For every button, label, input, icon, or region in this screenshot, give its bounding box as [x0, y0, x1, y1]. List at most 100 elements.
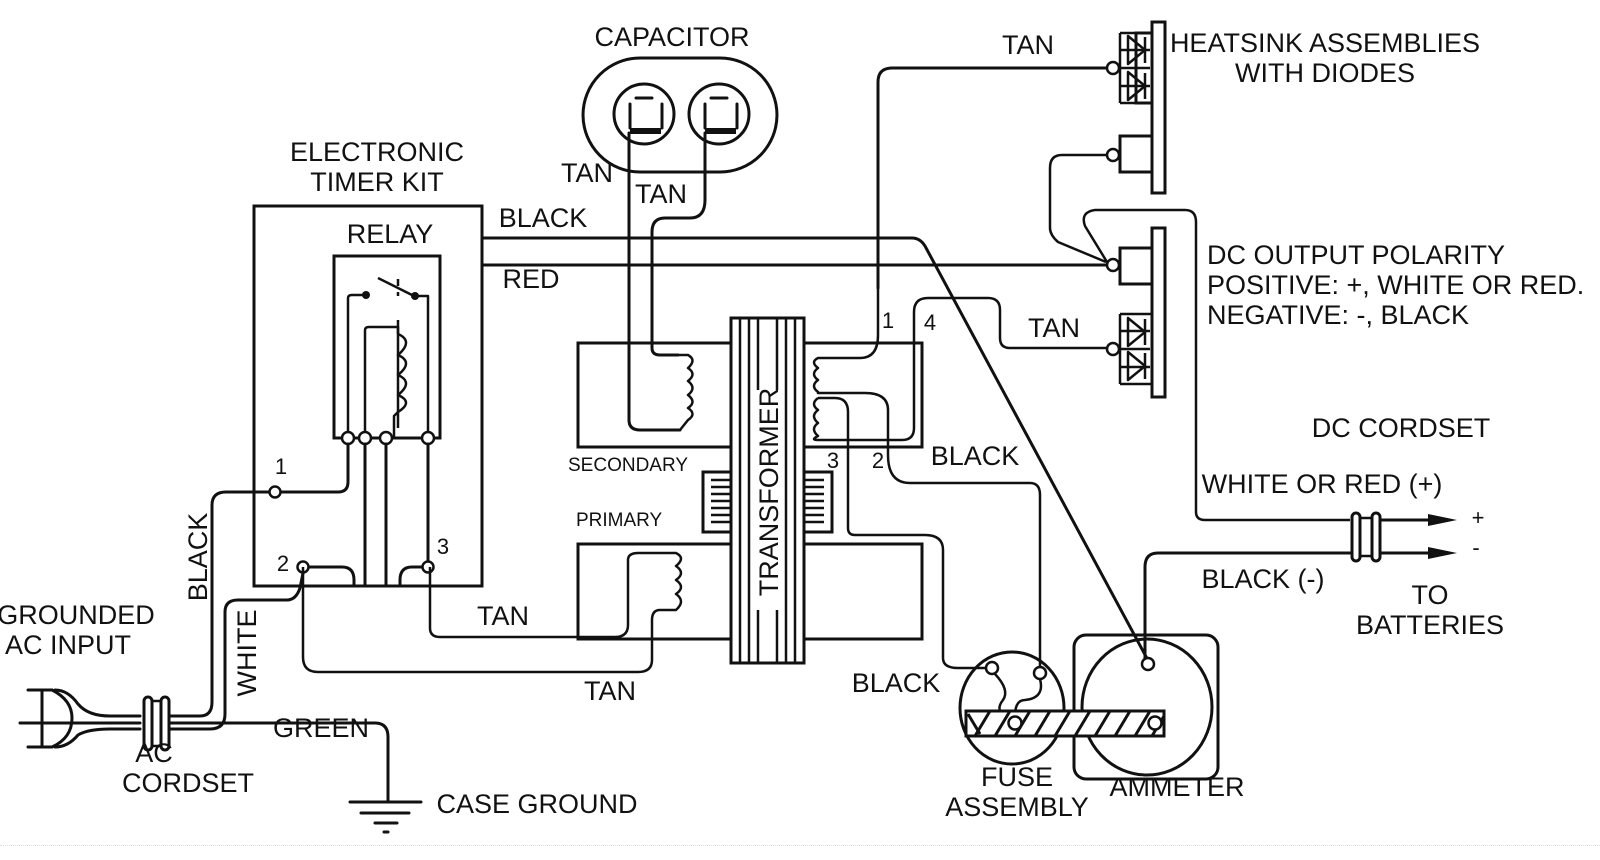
timer-kit-box: [252, 204, 484, 588]
polarity-note-line2: POSITIVE: +, WHITE OR RED.: [1207, 270, 1584, 300]
relay-switch-wire-right: [415, 294, 430, 438]
ground-icon: [348, 800, 423, 834]
fuse-label-line2: ASSEMBLY: [945, 792, 1089, 822]
label-tan-primary-lower: TAN: [584, 676, 636, 706]
secondary-coil-left: [678, 353, 694, 431]
timer-terminal-2-number: 2: [277, 551, 289, 576]
wire-negative-output: [1143, 551, 1352, 666]
arrow-negative-icon: [1428, 547, 1457, 559]
relay-terminal-a: [340, 430, 356, 446]
label-black-ac: BLACK: [183, 513, 213, 602]
polarity-note-line3: NEGATIVE: -, BLACK: [1207, 300, 1469, 330]
wire-secondary-4-tan-to-heatsink: [812, 296, 1106, 442]
wire-tan-secondary-1-to-heatsink: [876, 66, 1108, 290]
wire-tan-cap-left: [627, 131, 682, 432]
label-black-secondary: BLACK: [931, 441, 1020, 471]
secondary-terminal-2-number: 2: [872, 448, 884, 473]
label-white-or-red-plus: WHITE OR RED (+): [1202, 469, 1443, 499]
ammeter: AMMETER: [1072, 633, 1245, 802]
primary-label: PRIMARY: [576, 510, 663, 531]
timer-kit-label-line1: ELECTRONIC: [290, 137, 464, 167]
dc-cordset-strain-relief-right: [1370, 511, 1382, 563]
heatsink-block-lower-plain: [1118, 246, 1154, 286]
ac-cordset: AC CORDSET: [122, 695, 254, 798]
ac-input-label-line1: GROUNDED: [0, 600, 155, 630]
capacitor-cell-right: [687, 82, 751, 146]
plug-body-lower: [53, 727, 142, 749]
plug-body-upper: [53, 688, 142, 718]
heatsink-label-line2: WITH DIODES: [1235, 58, 1415, 88]
fuse-terminal-right: [1032, 665, 1048, 681]
dc-cordset-label: DC CORDSET: [1312, 413, 1491, 443]
wire-tan-cap-right: [650, 131, 707, 357]
relay-switch-wire-left: [346, 293, 364, 438]
timer-kit-label-line2: TIMER KIT: [310, 167, 444, 197]
label-green: GREEN: [273, 713, 369, 743]
heatsink-block-upper-plain: [1118, 134, 1154, 174]
label-black-minus: BLACK (-): [1201, 564, 1324, 594]
to-batteries-line2: BATTERIES: [1356, 610, 1504, 640]
ac-input-label-line2: AC INPUT: [5, 630, 131, 660]
label-black-relay: BLACK: [499, 203, 588, 233]
relay-switch-blade: [377, 276, 413, 297]
label-tan-heatsink-top: TAN: [1002, 30, 1054, 60]
electronic-timer-kit: ELECTRONIC TIMER KIT RELAY 1 2 3: [252, 137, 484, 588]
fuse-label-line1: FUSE: [981, 762, 1053, 792]
relay-terminal-b: [357, 430, 373, 446]
wire-black-ac: [167, 490, 271, 718]
label-white-ac: WHITE: [232, 610, 262, 697]
heatsink-label-line1: HEATSINK ASSEMBLIES: [1170, 28, 1480, 58]
relay-terminal-d: [420, 430, 436, 446]
minus-mark: -: [1472, 535, 1479, 560]
timer-terminal-3-number: 3: [437, 534, 449, 559]
wire-white-ac: [167, 571, 305, 731]
shunt-bar: [964, 709, 1166, 738]
ammeter-case: [1072, 633, 1220, 781]
dc-cordset: DC CORDSET WHITE OR RED (+) + - BLACK (-…: [1143, 413, 1504, 666]
label-black-fuse: BLACK: [852, 668, 941, 698]
ammeter-label: AMMETER: [1110, 772, 1245, 802]
transformer-core: [729, 316, 806, 665]
label-red-relay: RED: [502, 264, 559, 294]
wire-terminal-2-internal: [305, 565, 356, 588]
arrow-positive-icon: [1428, 514, 1457, 526]
timer-terminal-1: [268, 485, 282, 499]
polarity-note: DC OUTPUT POLARITY POSITIVE: +, WHITE OR…: [1207, 240, 1584, 330]
label-tan-heatsink-bottom: TAN: [1028, 313, 1080, 343]
ammeter-terminal: [1140, 656, 1156, 672]
capacitor-symbol-right: [703, 96, 739, 134]
page-bottom-divider: [0, 845, 1600, 847]
ammeter-dial: [1080, 637, 1214, 777]
fuse-element-right: [1013, 678, 1043, 717]
transformer-label: TRANSFORMER: [754, 388, 784, 597]
timer-terminal-1-number: 1: [275, 454, 287, 479]
capacitor-housing: [581, 56, 779, 174]
label-tan-cap-left: TAN: [561, 158, 613, 188]
heatsink-bar-lower: [1150, 226, 1167, 399]
diode-pair-top: [1118, 31, 1150, 105]
shunt-terminal-ammeter: [1147, 715, 1163, 731]
capacitor-label: CAPACITOR: [594, 22, 749, 52]
capacitor-cell-left: [612, 82, 676, 146]
capacitor-symbol-left: [628, 96, 664, 134]
plug-face: [50, 688, 74, 749]
heatsink-assemblies: HEATSINK ASSEMBLIES WITH DIODES: [1048, 20, 1480, 522]
ac-cordset-label-line2: CORDSET: [122, 768, 254, 798]
heatsink-terminal-top: [1105, 60, 1121, 76]
dc-cordset-strain-relief-left: [1350, 511, 1362, 563]
relay-label: RELAY: [347, 219, 434, 249]
secondary-label: SECONDARY: [568, 455, 688, 476]
polarity-note-line1: DC OUTPUT POLARITY: [1207, 240, 1505, 270]
relay-coil: [392, 332, 408, 438]
wire-green-ground: [167, 721, 390, 804]
shunt-terminal-fuse: [1007, 715, 1023, 731]
wire-terminal-3-internal: [398, 565, 430, 588]
wire-relay-to-terminal-1: [279, 442, 350, 494]
heatsink-bar-upper: [1150, 20, 1167, 195]
secondary-terminal-4-number: 4: [924, 310, 936, 335]
secondary-terminal-1-number: 1: [882, 308, 894, 333]
fuse-assembly: FUSE ASSEMBLY: [945, 650, 1089, 822]
heatsink-terminal-lower-plain: [1105, 257, 1121, 273]
label-tan-cap-right: TAN: [635, 179, 687, 209]
capacitor: CAPACITOR: [581, 22, 779, 174]
